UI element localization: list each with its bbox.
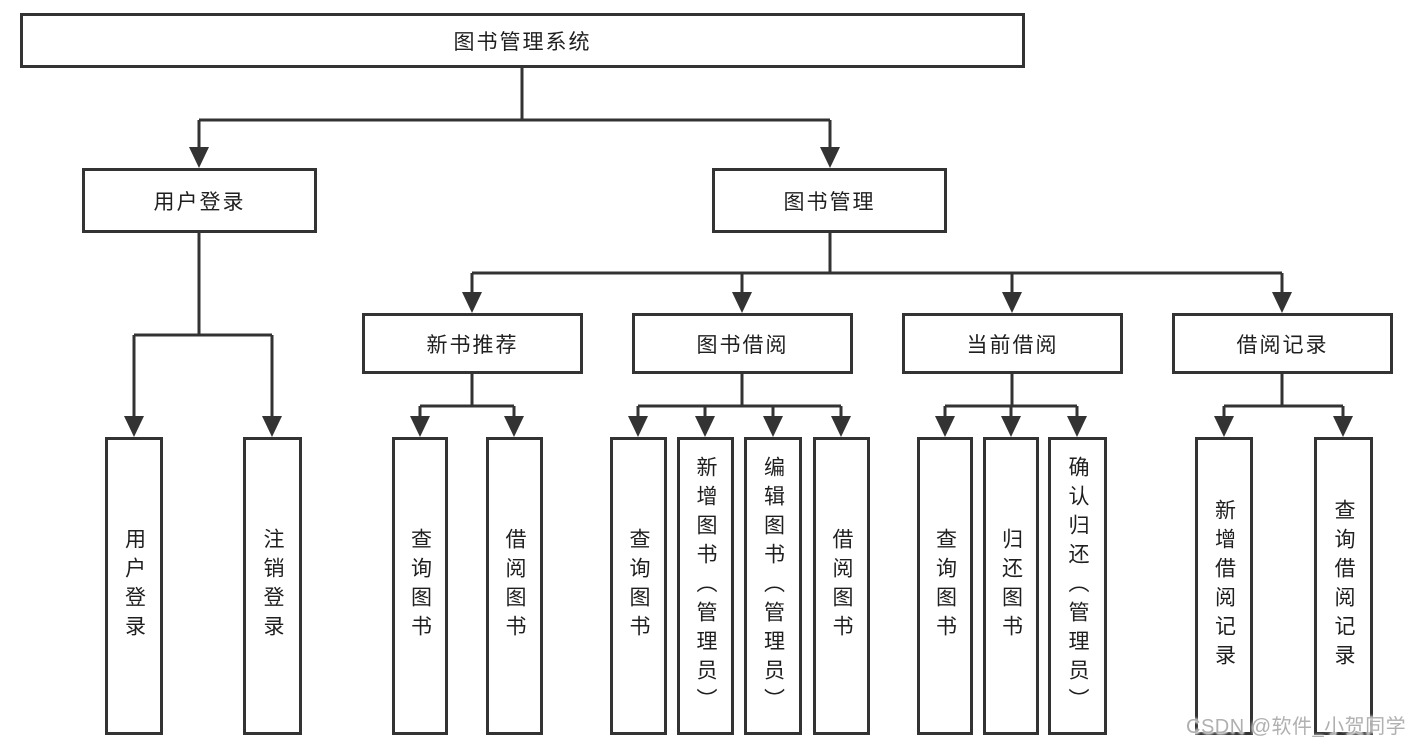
- node-label: 借阅图书: [503, 528, 526, 644]
- connector-root-to-level2: [189, 68, 840, 168]
- node-leaf-bb-add-books-admin: 新增图书（管理员）: [677, 437, 734, 735]
- node-book-borrowing: 图书借阅: [632, 313, 853, 374]
- node-leaf-br-query-record: 查询借阅记录: [1314, 437, 1373, 735]
- connector-borrowing-records-to-leaves: [1214, 374, 1353, 437]
- connector-book-management-to-level3: [462, 232, 1292, 313]
- node-leaf-bb-query-books: 查询图书: [610, 437, 667, 735]
- node-label: 查询借阅记录: [1332, 499, 1355, 673]
- csdn-watermark: CSDN @软件_小贺同学: [1186, 716, 1405, 738]
- node-leaf-bb-borrow-books: 借阅图书: [813, 437, 870, 735]
- node-book-management: 图书管理: [712, 168, 947, 233]
- connector-user-login-to-leaves: [124, 233, 282, 437]
- node-label: 注销登录: [261, 528, 284, 644]
- node-label: 用户登录: [122, 528, 146, 644]
- node-leaf-bb-edit-books-admin: 编辑图书（管理员）: [744, 437, 802, 735]
- node-label: 图书管理系统: [453, 30, 592, 54]
- node-leaf-br-add-record: 新增借阅记录: [1195, 437, 1253, 735]
- node-label: 新书推荐: [426, 333, 519, 357]
- node-label: 编辑图书（管理员）: [761, 455, 785, 717]
- connector-current-borrowing-to-leaves: [935, 374, 1087, 437]
- node-user-login: 用户登录: [82, 168, 317, 233]
- node-leaf-logout: 注销登录: [243, 437, 302, 735]
- node-label: 用户登录: [153, 190, 246, 214]
- node-label: 当前借阅: [966, 333, 1059, 357]
- node-borrowing-records: 借阅记录: [1172, 313, 1393, 374]
- node-library-management-system: 图书管理系统: [20, 13, 1025, 68]
- node-leaf-cb-return-books: 归还图书: [983, 437, 1039, 735]
- node-label: 新增图书（管理员）: [694, 455, 717, 717]
- node-new-book-recommendation: 新书推荐: [362, 313, 583, 374]
- node-leaf-user-login: 用户登录: [105, 437, 163, 735]
- node-label: 新增借阅记录: [1212, 499, 1236, 673]
- node-current-borrowing: 当前借阅: [902, 313, 1123, 374]
- node-leaf-nbr-borrow-books: 借阅图书: [486, 437, 543, 735]
- node-leaf-cb-confirm-return-admin: 确认归还（管理员）: [1048, 437, 1107, 735]
- node-label: 借阅图书: [830, 528, 853, 644]
- node-label: 归还图书: [999, 528, 1023, 644]
- node-label: 确认归还（管理员）: [1066, 455, 1089, 717]
- node-label: 图书管理: [783, 190, 876, 214]
- node-leaf-nbr-query-books: 查询图书: [392, 437, 448, 735]
- node-label: 查询图书: [408, 528, 432, 644]
- node-label: 图书借阅: [696, 333, 789, 357]
- node-leaf-cb-query-books: 查询图书: [917, 437, 973, 735]
- node-label: 借阅记录: [1236, 333, 1329, 357]
- node-label: 查询图书: [627, 528, 650, 644]
- node-label: 查询图书: [933, 528, 957, 644]
- connector-new-book-recommend-to-leaves: [410, 374, 524, 437]
- connector-book-borrowing-to-leaves: [628, 374, 851, 437]
